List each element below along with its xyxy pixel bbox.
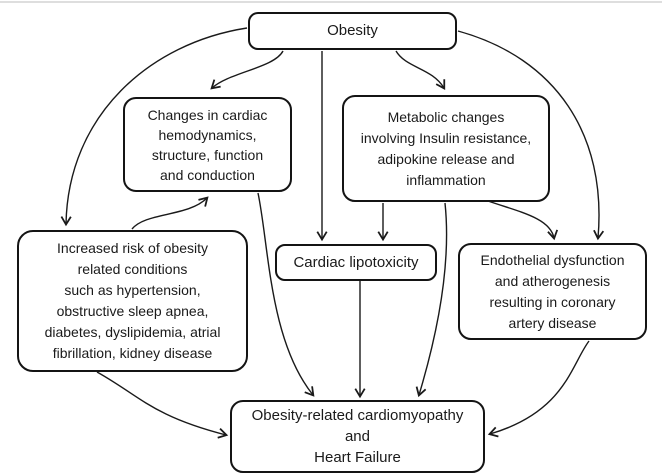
- node-increased-risk: Increased risk of obesity related condit…: [17, 230, 248, 372]
- edge-obesity-to-cardiac-changes-arrow: [210, 50, 284, 90]
- node-cardiac-lipotoxicity-label: Cardiac lipotoxicity: [293, 253, 419, 271]
- top-border-rule: [0, 1, 662, 3]
- node-cardiac-lipotoxicity: Cardiac lipotoxicity: [275, 244, 437, 281]
- node-obesity-label: Obesity: [327, 22, 378, 39]
- edge-metabolic-to-endothelial-arrow: [487, 200, 559, 241]
- edge-cardiac-changes-to-outcome-arrow: [257, 192, 315, 397]
- node-increased-risk-label: Increased risk of obesity related condit…: [44, 240, 221, 361]
- edge-obesity-to-metabolic-arrow: [395, 50, 446, 90]
- edge-increased-risk-to-outcome-arrow: [96, 371, 229, 439]
- node-metabolic-changes: Metabolic changes involving Insulin resi…: [342, 95, 550, 202]
- node-heart-failure-outcome: Obesity-related cardiomyopathy and Heart…: [230, 400, 485, 473]
- edge-obesity-to-increased-risk-arrow: [60, 27, 248, 227]
- node-endothelial-dysfunction: Endothelial dysfunction and atherogenesi…: [458, 243, 647, 340]
- node-heart-failure-outcome-label: Obesity-related cardiomyopathy and Heart…: [251, 407, 464, 466]
- edge-increased-risk-to-cardiac-changes-arrow: [131, 196, 209, 230]
- edge-obesity-to-endothelial-arrow: [457, 30, 605, 241]
- node-cardiac-changes: Changes in cardiac hemodynamics, structu…: [123, 97, 292, 192]
- node-metabolic-changes-label: Metabolic changes involving Insulin resi…: [360, 108, 532, 188]
- edge-endothelial-to-outcome-arrow: [487, 340, 590, 438]
- node-cardiac-changes-label: Changes in cardiac hemodynamics, structu…: [147, 106, 268, 183]
- edge-metabolic-to-outcome-arrow: [415, 202, 448, 398]
- node-endothelial-dysfunction-label: Endothelial dysfunction and atherogenesi…: [480, 251, 625, 331]
- node-obesity: Obesity: [248, 12, 457, 50]
